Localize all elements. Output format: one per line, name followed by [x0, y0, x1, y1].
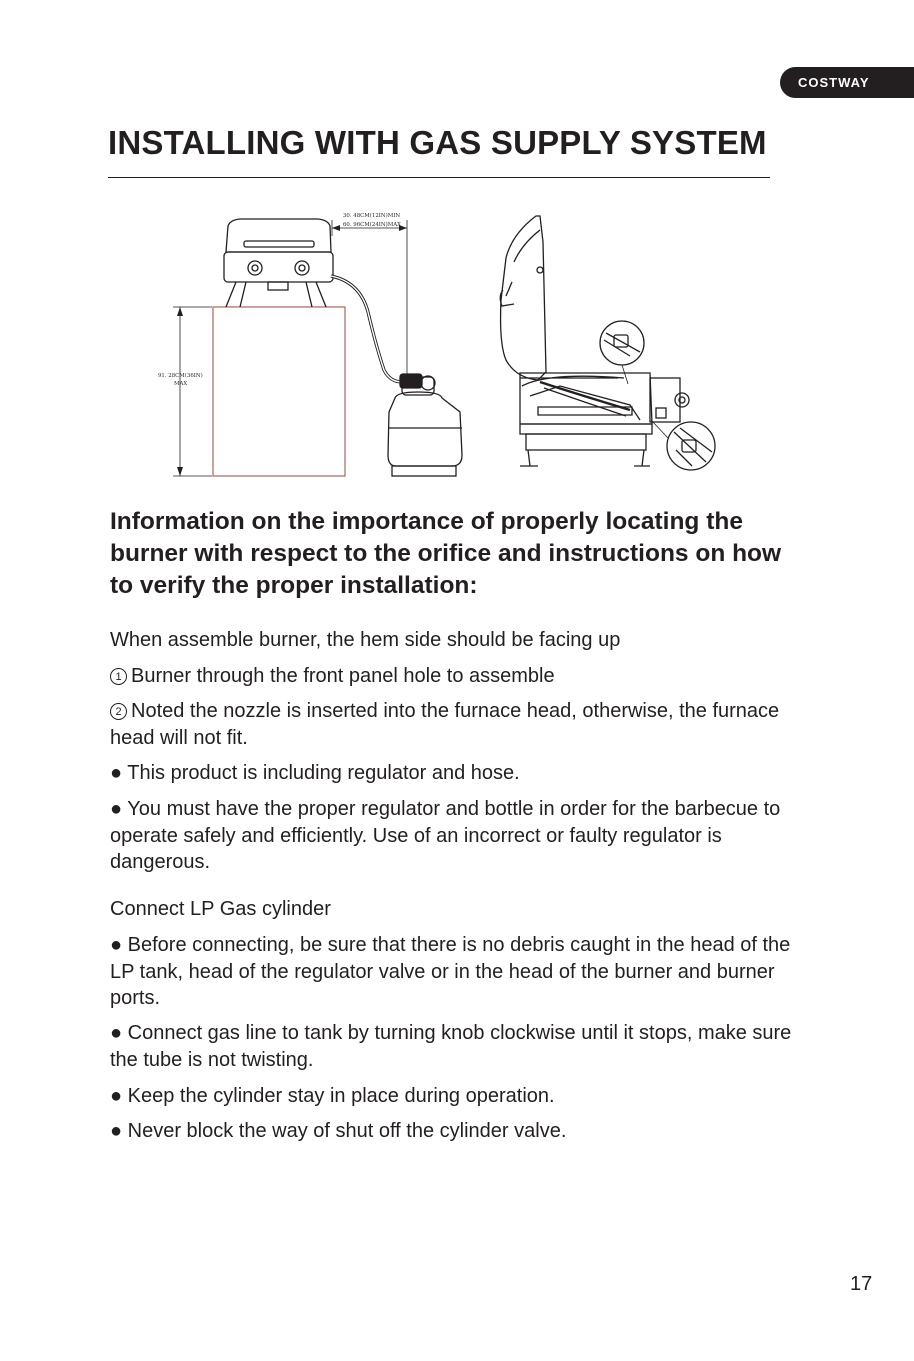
installation-illustration: 30. 48CM(12IN)MIN 60. 96CM(24IN)MAX 91. …	[158, 212, 716, 477]
bullet-keep-cylinder: ● Keep the cylinder stay in place during…	[110, 1085, 555, 1107]
paragraph-burner-orientation: When assemble burner, the hem side shoul…	[110, 629, 621, 651]
grill-on-stand-drawing	[173, 218, 463, 477]
dimension-label-side: 91. 28CM(36IN)	[158, 372, 203, 379]
dimension-label-top-max: 60. 96CM(24IN)MAX	[343, 221, 401, 228]
bullet-regulator-included: ● This product is including regulator an…	[110, 762, 520, 784]
open-grill-detail-drawing	[499, 215, 716, 471]
brand-name: COSTWAY	[798, 75, 870, 90]
step-number-2-icon: 2	[110, 703, 127, 720]
title-divider	[108, 177, 770, 178]
step-2-text: Noted the nozzle is inserted into the fu…	[110, 700, 780, 749]
connect-cylinder-heading: Connect LP Gas cylinder	[110, 898, 331, 920]
brand-logo: COSTWAY	[780, 67, 914, 98]
bullet-proper-regulator: ● You must have the proper regulator and…	[110, 798, 781, 873]
dimension-label-top-min: 30. 48CM(12IN)MIN	[343, 212, 400, 219]
step-1-text: Burner through the front panel hole to a…	[131, 665, 555, 687]
page-title: INSTALLING WITH GAS SUPPLY SYSTEM	[108, 124, 767, 161]
bullet-connect-gas-line: ● Connect gas line to tank by turning kn…	[110, 1022, 792, 1071]
dimension-label-side-max: MAX	[174, 381, 187, 387]
bullet-shutoff-valve: ● Never block the way of shut off the cy…	[110, 1120, 567, 1142]
bullet-check-debris: ● Before connecting, be sure that there …	[110, 934, 791, 1009]
page-number: 17	[850, 1273, 873, 1295]
step-number-1-icon: 1	[110, 668, 127, 685]
section-subheading: Information on the importance of properl…	[110, 508, 782, 599]
